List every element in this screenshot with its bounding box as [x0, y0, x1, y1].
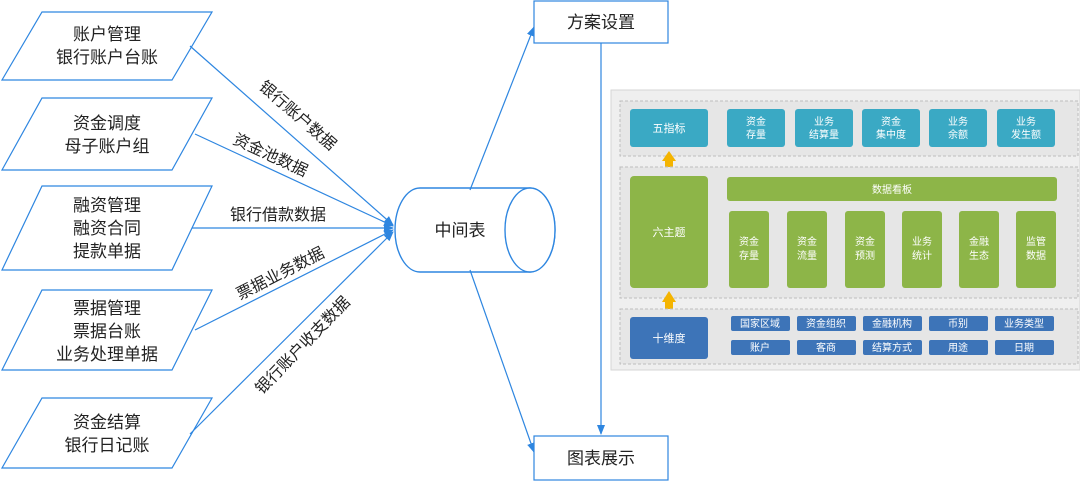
source-data-node-financing: 融资管理 融资合同 提款单据 [1, 185, 213, 271]
dimension-item: 账户 [731, 340, 790, 355]
theme-item: 资金 存量 [729, 211, 769, 288]
dimension-text: 客商 [816, 341, 836, 354]
flow-edge-to-plan [469, 26, 535, 191]
theme-item: 资金 预测 [845, 211, 885, 288]
dashboard-structure-panel: 五指标 资金 存量 业务 结算量 资金 集中度 业务 余额 业务 发生额 [610, 89, 1080, 371]
dimension-item: 日期 [995, 340, 1054, 355]
middle-table-label: 中间表 [435, 221, 486, 241]
theme-text: 资金 [797, 235, 817, 248]
up-arrow-icon [662, 151, 676, 170]
indicator-item: 业务 发生额 [997, 109, 1055, 147]
theme-text: 数据 [1026, 249, 1046, 262]
theme-text: 资金 [855, 235, 875, 248]
edge-label: 银行借款数据 [230, 205, 326, 224]
source-line: 资金调度 [73, 114, 141, 134]
plan-settings-label: 方案设置 [567, 13, 635, 33]
source-line: 融资合同 [73, 219, 141, 239]
source-line: 母子账户组 [65, 137, 150, 157]
indicator-item: 资金 存量 [727, 109, 785, 147]
source-line: 融资管理 [73, 196, 141, 216]
dimension-item: 币别 [929, 316, 988, 331]
theme-text: 金融 [969, 235, 989, 248]
source-data-node-fund-dispatch: 资金调度 母子账户组 [0, 97, 214, 171]
dimension-item: 资金组织 [797, 316, 856, 331]
chart-display-label: 图表展示 [567, 449, 635, 469]
indicator-text: 业务 [814, 115, 834, 128]
themes-label: 六主题 [653, 226, 686, 239]
indicator-text: 集中度 [876, 128, 906, 141]
data-board-bar: 数据看板 [727, 177, 1057, 201]
theme-text: 统计 [912, 249, 932, 262]
themes-label-block: 六主题 [630, 176, 708, 288]
indicator-text: 资金 [881, 115, 901, 128]
source-data-node-settlement: 资金结算 银行日记账 [0, 397, 214, 469]
flow-edge [189, 45, 394, 226]
dimension-text: 资金组织 [806, 317, 846, 330]
source-line: 提款单据 [73, 242, 141, 262]
source-line: 票据台账 [73, 322, 141, 342]
data-board-label: 数据看板 [872, 183, 912, 196]
dimension-text: 币别 [948, 318, 968, 330]
dimension-text: 结算方式 [872, 341, 912, 354]
indicator-text: 结算量 [809, 128, 839, 141]
theme-text: 预测 [855, 249, 875, 262]
up-arrow-icon [662, 291, 676, 314]
flow-edge [194, 133, 394, 227]
dimension-text: 账户 [750, 341, 770, 354]
source-data-node-bill: 票据管理 票据台账 业务处理单据 [1, 289, 213, 371]
dimensions-label: 十维度 [653, 331, 686, 345]
indicator-item: 业务 余额 [929, 109, 987, 147]
dimension-text: 金融机构 [872, 317, 912, 330]
indicator-text: 发生额 [1011, 128, 1041, 141]
dimension-item: 金融机构 [863, 316, 922, 331]
dimension-text: 业务类型 [1004, 317, 1044, 330]
edge-label: 银行账户收支数据 [251, 292, 354, 397]
indicator-text: 资金 [746, 115, 766, 128]
indicator-text: 业务 [948, 115, 968, 128]
plan-settings-box: 方案设置 [533, 0, 669, 44]
source-line: 业务处理单据 [56, 345, 158, 365]
flow-edge [189, 231, 394, 435]
edge-label: 票据业务数据 [233, 243, 327, 304]
dimension-text: 日期 [1014, 342, 1034, 354]
theme-item: 金融 生态 [959, 211, 999, 288]
dimension-item: 国家区域 [731, 316, 790, 331]
dimension-item: 用途 [929, 340, 988, 355]
indicator-text: 余额 [948, 128, 968, 141]
flow-edge-to-chart [469, 269, 535, 453]
dimension-text: 用途 [948, 341, 968, 354]
indicator-item: 资金 集中度 [862, 109, 920, 147]
dimension-item: 结算方式 [863, 340, 922, 355]
indicator-text: 存量 [746, 128, 766, 141]
theme-item: 监管 数据 [1016, 211, 1056, 288]
flow-edges [189, 45, 394, 435]
source-data-node-account: 账户管理 银行账户台账 [0, 11, 214, 81]
theme-item: 业务 统计 [902, 211, 942, 288]
dimension-item: 客商 [797, 340, 856, 355]
indicators-label: 五指标 [653, 121, 686, 135]
indicator-item: 业务 结算量 [795, 109, 853, 147]
theme-text: 存量 [739, 249, 759, 262]
theme-text: 流量 [797, 249, 817, 262]
chart-display-box: 图表展示 [533, 435, 669, 481]
edge-label: 资金池数据 [230, 129, 311, 180]
source-line: 票据管理 [73, 299, 141, 319]
middle-table-cylinder: 中间表 [394, 187, 556, 273]
dimension-item: 业务类型 [995, 316, 1054, 331]
theme-text: 生态 [969, 249, 989, 262]
theme-text: 业务 [912, 235, 932, 248]
theme-text: 监管 [1026, 235, 1046, 248]
source-line: 银行日记账 [65, 436, 150, 456]
source-line: 资金结算 [73, 413, 141, 433]
flow-edge [194, 229, 394, 331]
indicators-label-block: 五指标 [630, 109, 708, 147]
source-line: 银行账户台账 [56, 48, 158, 68]
theme-item: 资金 流量 [787, 211, 827, 288]
indicator-text: 业务 [1016, 115, 1036, 128]
source-line: 账户管理 [73, 25, 141, 45]
dimensions-label-block: 十维度 [630, 317, 708, 359]
theme-text: 资金 [739, 235, 759, 248]
dimension-text: 国家区域 [740, 317, 780, 330]
